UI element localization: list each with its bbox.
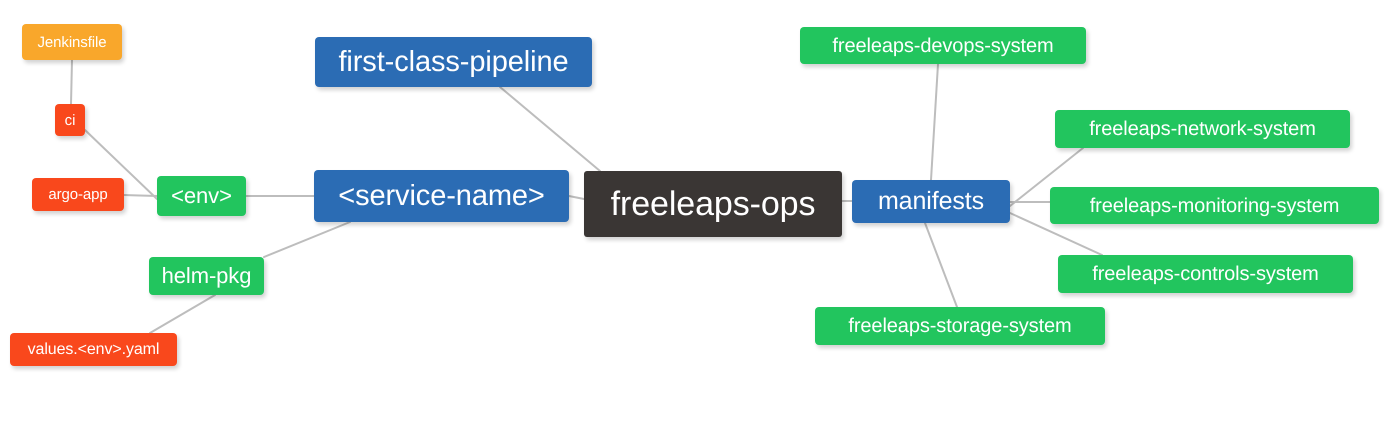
edge-values-yaml-to-helm-pkg (149, 294, 216, 334)
node-label: values.<env>.yaml (27, 340, 160, 358)
node-label: Jenkinsfile (37, 33, 107, 51)
node-label: freeleaps-network-system (1089, 118, 1316, 140)
edge-manifests-to-freeleaps-storage-system (924, 222, 958, 308)
node-label: first-class-pipeline (338, 45, 569, 78)
node-label: <env> (171, 183, 232, 208)
node-env[interactable]: <env> (157, 176, 246, 216)
node-helm-pkg[interactable]: helm-pkg (149, 257, 264, 295)
edge-first-class-pipeline-to-freeleaps-ops (499, 86, 601, 172)
node-manifests[interactable]: manifests (852, 180, 1010, 223)
node-freeleaps-ops[interactable]: freeleaps-ops (584, 171, 842, 237)
edge-freeleaps-devops-system-to-manifests (930, 63, 939, 181)
node-label: <service-name> (338, 179, 545, 212)
node-label: freeleaps-devops-system (832, 34, 1054, 57)
node-label: argo-app (48, 186, 108, 203)
node-label: ci (64, 111, 76, 129)
edge-argo-app-to-env (123, 194, 158, 197)
node-label: freeleaps-controls-system (1092, 263, 1319, 285)
node-service-name[interactable]: <service-name> (314, 170, 569, 222)
edge-service-name-to-freeleaps-ops (568, 195, 585, 200)
edge-jenkinsfile-to-ci (70, 59, 73, 105)
node-label: manifests (877, 187, 985, 215)
node-label: freeleaps-monitoring-system (1089, 194, 1340, 217)
node-freeleaps-controls-system[interactable]: freeleaps-controls-system (1058, 255, 1353, 293)
node-values-yaml[interactable]: values.<env>.yaml (10, 333, 177, 366)
node-ci[interactable]: ci (55, 104, 85, 136)
node-freeleaps-devops-system[interactable]: freeleaps-devops-system (800, 27, 1086, 64)
node-freeleaps-network-system[interactable]: freeleaps-network-system (1055, 110, 1350, 148)
node-freeleaps-storage-system[interactable]: freeleaps-storage-system (815, 307, 1105, 345)
node-argo-app[interactable]: argo-app (32, 178, 124, 211)
edge-helm-pkg-to-service-name (263, 221, 351, 258)
node-jenkinsfile[interactable]: Jenkinsfile (22, 24, 122, 60)
node-label: freeleaps-ops (610, 185, 816, 223)
node-freeleaps-monitoring-system[interactable]: freeleaps-monitoring-system (1050, 187, 1379, 224)
node-label: freeleaps-storage-system (848, 315, 1072, 337)
node-first-class-pipeline[interactable]: first-class-pipeline (315, 37, 592, 87)
node-label: helm-pkg (161, 263, 252, 288)
